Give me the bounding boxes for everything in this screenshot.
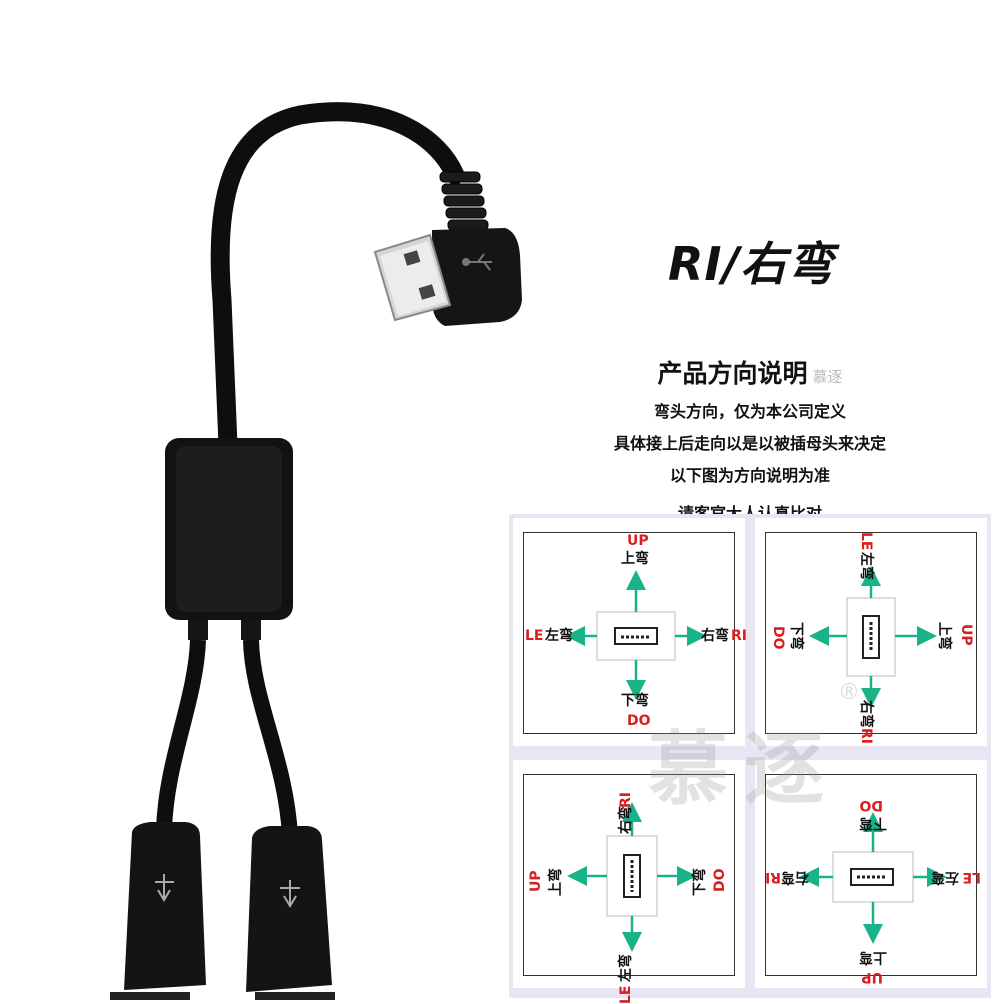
label-down-code: DO [770,626,786,650]
diagram-normal-arrows [565,570,707,700]
female-connector-left [110,822,206,1000]
direction-notes: 产品方向说明 慕逐 弯头方向，仅为本公司定义 具体接上后走向以是以被插母头来决定… [540,354,960,524]
label-left-text: 左弯 [618,954,634,982]
direction-label: RI/右弯 [668,237,835,291]
label-up-code: UP [627,533,649,549]
label-right-text: 右弯 [858,700,874,728]
label-down-text: 下弯 [788,622,804,650]
diagram-rotated-270: RI 右弯 左弯 LE UP 上弯 下弯 DO [513,760,745,1004]
label-down-text: 下弯 [621,693,649,709]
label-up-text: 上弯 [936,622,952,650]
usb-a-metal-tip [373,233,452,322]
label-down-code: DO [712,868,728,892]
orientation-diagram-panel: UP 上弯 下弯 DO LE 左弯 右弯 RI LE 左弯 右弯 RI 下弯 D… [509,514,991,1004]
branch-cable-right [243,639,298,837]
label-left-text: 左弯 [858,552,874,580]
label-right-text: 右弯 [781,869,809,885]
label-up-code: UP [958,624,974,646]
notes-line-3: 以下图为方向说明为准 [669,466,830,485]
label-left-code: LE [618,985,634,1004]
label-up-code: UP [861,969,883,985]
label-right-text: 右弯 [701,628,729,644]
strain-relief [439,171,489,231]
label-left-code: LE [962,869,981,885]
label-up-text: 上弯 [621,551,649,567]
label-left-text: 左弯 [545,628,573,644]
diagram-rotated-90-arrows [809,566,937,708]
diagram-rotated-270-arrows [567,802,697,952]
label-left-code: LE [858,532,874,551]
notes-line-2: 具体接上后走向以是以被插母头来决定 [613,434,886,453]
diagram-rotated-90: LE 左弯 右弯 RI 下弯 DO 上弯 UP [755,518,987,746]
female-connector-right [246,826,335,1000]
label-down-code: DO [859,797,883,813]
diagram-normal: UP 上弯 下弯 DO LE 左弯 右弯 RI [513,518,747,746]
diagram-rotated-180: DO 下弯 上弯 UP RI 右弯 左弯 LE [755,760,987,988]
label-up-text: 上弯 [859,949,887,965]
label-up-code: UP [528,870,544,892]
label-right-code: RI [731,628,747,644]
main-cable [210,102,465,455]
label-right-text: 右弯 [618,806,634,834]
label-right-code: RI [858,728,874,744]
notes-line-1: 弯头方向，仅为本公司定义 [653,402,846,421]
brand-watermark: 慕逐 [648,723,840,816]
label-down-text: 下弯 [692,868,708,896]
label-left-text: 左弯 [931,869,959,885]
notes-title: 产品方向说明 [657,359,808,388]
registered-mark: ® [838,680,860,705]
label-right-code: RI [765,869,781,885]
diagram-rotated-180-arrows [799,812,947,944]
label-left-code: LE [525,628,544,644]
label-up-text: 上弯 [548,868,564,896]
label-down-code: DO [627,713,651,729]
branch-cable-left [156,639,206,831]
angled-plug-body [432,228,522,326]
label-down-text: 下弯 [859,815,887,831]
title-watermark: 慕逐 [812,368,843,386]
usb-logo-plug [462,253,492,271]
